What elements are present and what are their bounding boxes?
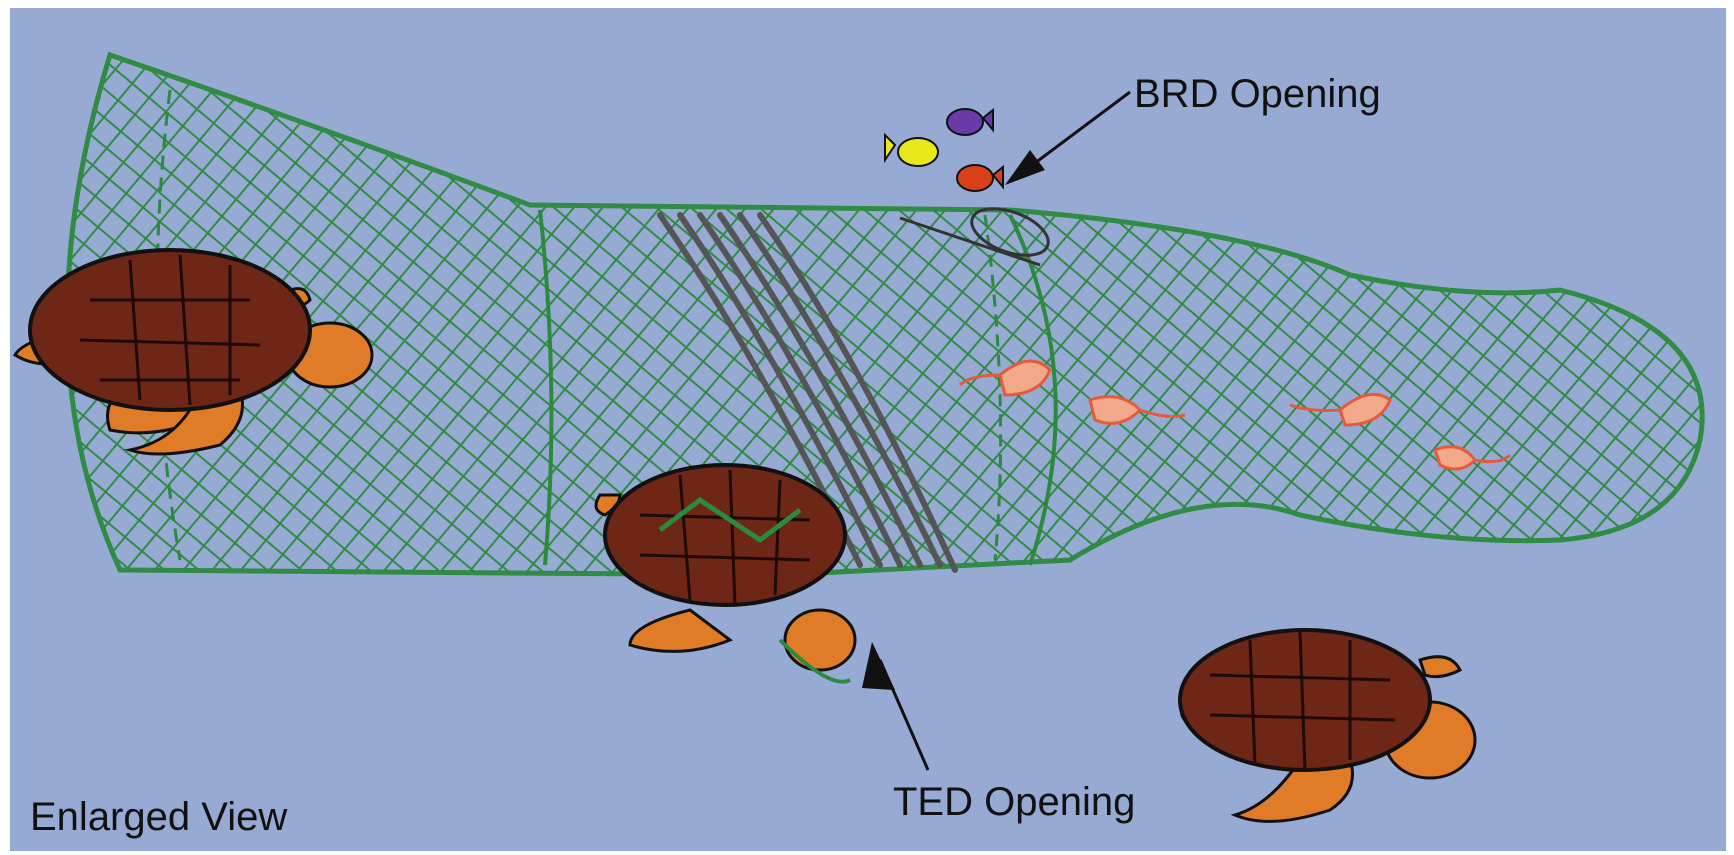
ted-opening-label: TED Opening bbox=[893, 782, 1135, 822]
enlarged-view-label: Enlarged View bbox=[30, 797, 287, 837]
brd-opening-label: BRD Opening bbox=[1134, 74, 1381, 114]
